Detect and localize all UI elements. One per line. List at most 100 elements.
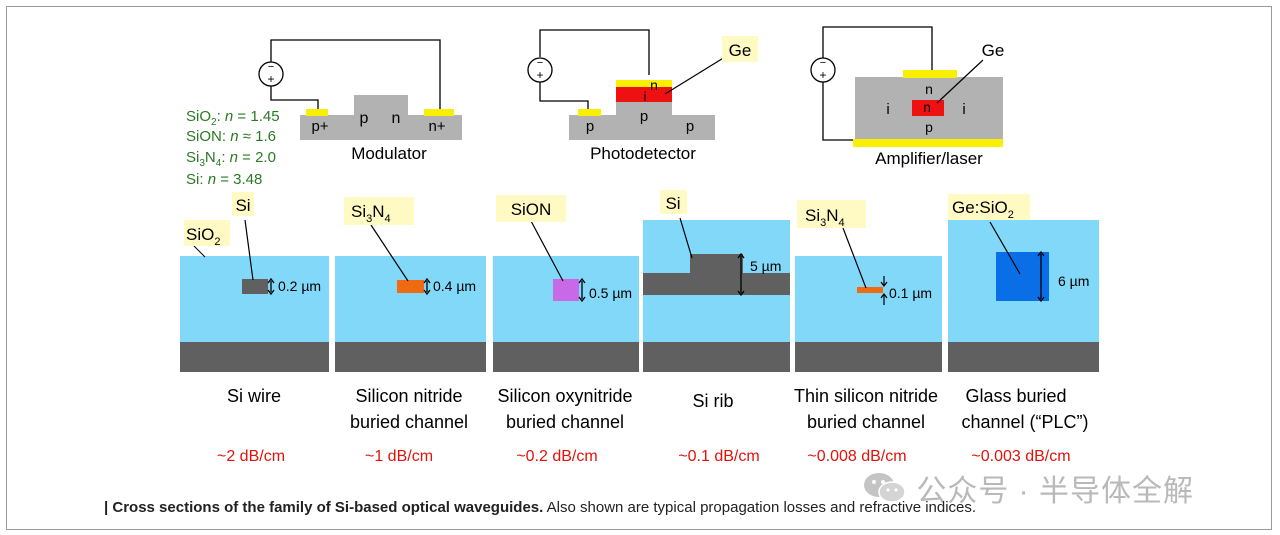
material-tag (660, 190, 687, 214)
waveguide-sion: 0.5 µm SiON Silicon oxynitride buried ch… (493, 195, 639, 465)
pd-i-label: i (644, 89, 647, 104)
name-line1: Si wire (227, 386, 281, 406)
pd-p-mid-label: p (640, 108, 648, 125)
modulator-p-plus-label: p+ (311, 118, 328, 135)
core (857, 287, 883, 293)
cladding (180, 256, 329, 342)
modulator-voltage-source-icon (258, 61, 284, 87)
material-label: Si3N4 (805, 206, 845, 229)
amp-contact-top (903, 70, 957, 78)
dimension-label: 0.1 µm (889, 285, 932, 301)
modulator-rib (354, 95, 408, 117)
loss-label: ~0.2 dB/cm (516, 448, 597, 465)
pd-ge-leader (664, 56, 726, 95)
cladding-tag (184, 220, 230, 246)
waveguide-glass-plc: 6 µm Ge:SiO2 Glass buried channel (“PLC”… (948, 194, 1099, 465)
name-line1: Silicon nitride (355, 386, 462, 406)
modulator-contact-left (306, 109, 328, 116)
source-plus-sign: + (536, 68, 543, 82)
material-leader (679, 217, 693, 259)
material-leader (370, 224, 409, 282)
material-label: Si3N4 (351, 202, 391, 225)
amp-ge-label: Ge (982, 41, 1005, 60)
core-rib (643, 254, 790, 295)
material-leader (530, 220, 564, 282)
pd-voltage-source-icon (527, 57, 553, 83)
name-line1: Thin silicon nitride (794, 386, 938, 406)
material-label: Si (235, 196, 250, 215)
amp-i-right-label: i (962, 101, 965, 118)
material-label: Ge:SiO2 (952, 198, 1014, 221)
dim-arrow-heads (1037, 250, 1045, 303)
photodetector-title: Photodetector (590, 144, 696, 163)
material-leader (989, 221, 1021, 275)
source-plus-sign: + (267, 72, 274, 86)
material-tag (344, 197, 414, 225)
index-sio2: SiO2: n = 1.45 (186, 108, 280, 128)
name-line2: channel (“PLC”) (961, 412, 1088, 432)
dim-arrow-top-head (880, 281, 888, 287)
figure-caption: | Cross sections of the family of Si-bas… (104, 499, 1144, 516)
name-line1: Silicon oxynitride (497, 386, 632, 406)
material-label: SiON (511, 200, 552, 219)
pd-rib (616, 100, 672, 117)
material-tag (948, 194, 1030, 220)
amp-ge-core (912, 100, 944, 116)
modulator-title: Modulator (351, 144, 427, 163)
dim-arrow-heads (578, 277, 586, 303)
source-minus-sign: − (820, 57, 826, 69)
core (996, 252, 1049, 301)
pd-n-label: n (650, 77, 658, 93)
modulator-wire-right (270, 39, 441, 110)
amp-wire-bottom (822, 82, 853, 141)
caption-bold: Cross sections of the family of Si-based… (112, 499, 544, 516)
loss-label: ~0.008 dB/cm (807, 448, 906, 465)
amp-n-core-label: n (923, 99, 931, 115)
modulator-slab (300, 115, 462, 140)
core (553, 279, 579, 301)
substrate (643, 342, 790, 372)
loss-label: ~2 dB/cm (217, 448, 285, 465)
waveguide-silicon-nitride: 0.4 µm Si3N4 Silicon nitride buried chan… (335, 197, 486, 465)
name-line2: buried channel (807, 412, 925, 432)
amp-ge-leader (936, 59, 984, 104)
amp-i-left-label: i (886, 101, 889, 118)
dim-arrow-bottom-head (880, 293, 888, 299)
substrate (948, 342, 1099, 372)
amplifier-device: − + n n i i p Ge Amplifier/laser (810, 26, 1005, 168)
source-minus-sign: − (537, 57, 543, 69)
watermark: 公众号 · 半导体全解 (862, 466, 1252, 508)
dimension-label: 0.2 µm (278, 278, 321, 294)
material-leader (244, 219, 254, 281)
pd-ge-label: Ge (729, 41, 752, 60)
photodetector-device: − + n i p p p Ge Photodetector (527, 29, 758, 163)
source-plus-sign: + (819, 68, 826, 82)
dim-arrow-heads (737, 252, 745, 297)
pd-ge-region (616, 87, 672, 102)
substrate (335, 342, 486, 372)
amp-contact-bottom (853, 139, 1003, 147)
core (242, 279, 268, 294)
material-leader (842, 227, 867, 289)
loss-label: ~1 dB/cm (365, 448, 433, 465)
name-line1: Si rib (692, 391, 733, 411)
index-sion: SiON: n ≈ 1.6 (186, 128, 276, 145)
substrate (493, 342, 639, 372)
material-label: Si (665, 194, 680, 213)
pd-p-left-label: p (586, 118, 594, 135)
dimension-label: 6 µm (1058, 273, 1089, 289)
caption-prefix: | (104, 499, 113, 516)
figure-frame (6, 6, 1272, 530)
modulator-wire-left (270, 86, 319, 110)
amp-p-label: p (925, 119, 933, 135)
loss-label: ~0.1 dB/cm (678, 448, 759, 465)
watermark-text: 公众号 · 半导体全解 (916, 475, 1195, 508)
material-tag (496, 195, 566, 222)
dimension-label: 5 µm (750, 258, 781, 274)
amp-n-top-label: n (925, 81, 933, 97)
caption-rest: Also shown are typical propagation losse… (543, 499, 977, 516)
cladding (795, 256, 942, 342)
name-line1: Glass buried (965, 386, 1066, 406)
pd-p-right-label: p (686, 118, 694, 135)
waveguide-thin-silicon-nitride: 0.1 µm Si3N4 Thin silicon nitride buried… (794, 200, 942, 465)
